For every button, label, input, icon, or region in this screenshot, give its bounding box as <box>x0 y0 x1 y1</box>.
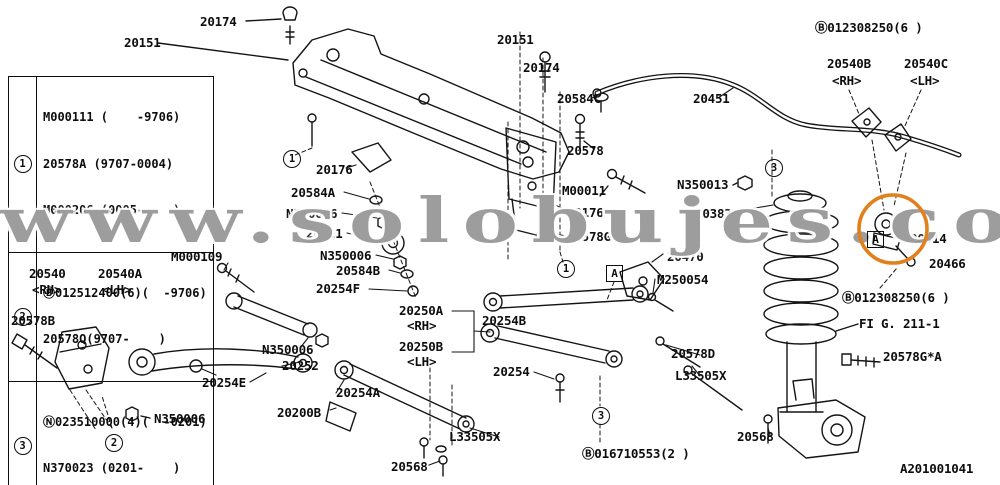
part-label-20578gb: 20578G*B <box>567 229 626 244</box>
top-fasteners <box>157 6 609 151</box>
part-label-20151-left: 20151 <box>124 35 161 50</box>
part-label-20254: 20254 <box>493 364 530 379</box>
left-fasteners <box>11 262 329 422</box>
part-label-20252: 20252 <box>282 358 319 373</box>
leader-lines <box>201 87 774 466</box>
label-brackets <box>451 310 491 353</box>
stabilizer-bar <box>592 73 962 158</box>
strut-knuckle <box>763 341 866 459</box>
part-label-20254b: 20254B <box>482 313 526 328</box>
part-label-20540a: 20540A <box>98 266 142 281</box>
callout-1-center: 1 <box>557 260 575 278</box>
part-label-20466: 20466 <box>929 256 966 271</box>
part-label-20451: 20451 <box>693 91 730 106</box>
part-label-20254a: 20254A <box>336 385 380 400</box>
part-label-20568-bottom: 20568 <box>391 459 428 474</box>
part-label-l33505x-bottom: L33505X <box>449 429 501 444</box>
legend-line: 20578Q(9707- ) <box>43 332 166 346</box>
part-label-20540: 20540 <box>29 266 66 281</box>
part-label-20578d: 20578D <box>671 346 715 361</box>
part-label-20176-center: 20176 <box>567 205 604 220</box>
legend-line: Ⓝ023510000(4)( -0201) <box>43 414 207 429</box>
part-label-lh-mid: <LH> <box>407 354 437 369</box>
mid-lateral-arm <box>480 323 623 403</box>
part-label-20200b: 20200B <box>277 405 321 420</box>
part-label-m00011: M00011 <box>562 183 606 198</box>
part-label-20176-left: 20176 <box>316 162 353 177</box>
bushing-chain <box>369 195 419 297</box>
boxed-a-right: A <box>867 231 884 248</box>
bolt-20578ga <box>835 323 881 368</box>
lower-lateral-arm <box>325 360 475 477</box>
callout-1-left: 1 <box>283 150 301 168</box>
boxed-a-center: A <box>606 265 623 282</box>
n350013-nut <box>732 175 753 191</box>
part-label-20521: 20521 <box>306 226 343 241</box>
part-label-fig-ref: FI G. 211-1 <box>859 316 940 331</box>
upper-lateral-arm <box>483 261 674 312</box>
part-label-n350006-c: N350006 <box>262 342 314 357</box>
part-label-lh-left: <LH> <box>102 282 132 297</box>
part-label-rh-mid: <RH> <box>407 318 437 333</box>
legend-line: M000206 (0005- ) <box>43 203 181 217</box>
part-label-20250a: 20250A <box>399 303 443 318</box>
legend-row-2: 2 Ⓑ012512400(6)( -9706) 20578Q(9707- ) <box>9 251 213 381</box>
part-label-20584a: 20584A <box>291 185 335 200</box>
part-label-n350006-d: N350006 <box>154 411 206 426</box>
part-label-20414: 20414 <box>910 231 947 246</box>
part-label-20584c: 20584C <box>557 91 601 106</box>
legend-line: M000111 ( -9706) <box>43 110 181 124</box>
part-label-20578: 20578 <box>567 143 604 158</box>
part-label-n350006-a: N350006 <box>286 206 338 221</box>
part-label-lh-top: <LH> <box>910 73 940 88</box>
legend-callout-1: 1 <box>13 155 32 174</box>
m00011-bolt <box>599 168 646 197</box>
legend-line: 20578A (9707-0004) <box>43 156 174 171</box>
part-label-n350006-b: N350006 <box>320 248 372 263</box>
legend-row-1: 1 M000111 ( -9706) 20578A (9707-0004) M0… <box>9 77 213 252</box>
part-label-20383: 20383 <box>695 206 732 221</box>
part-label-20470: 20470 <box>667 249 704 264</box>
part-label-bolt-right: Ⓑ012308250(6 ) <box>842 290 950 305</box>
part-label-n350013: N350013 <box>677 177 729 192</box>
legend-callout-2: 2 <box>13 307 32 326</box>
part-label-l33505x-right: L33505X <box>675 368 727 383</box>
part-label-20584b: 20584B <box>336 263 380 278</box>
part-label-20568-right: 20568 <box>737 429 774 444</box>
legend-table: 1 M000111 ( -9706) 20578A (9707-0004) M0… <box>8 76 214 485</box>
part-label-20540b: 20540B <box>827 56 871 71</box>
doc-number: A201001041 <box>900 461 974 476</box>
legend-row-3: 3 Ⓝ023510000(4)( -0201) N370023 (0201- ) <box>9 380 213 485</box>
trailing-arm <box>54 326 313 390</box>
callout-3-bottom: 3 <box>592 407 610 425</box>
arm-bolts <box>655 336 743 411</box>
part-label-bolt-bottom: Ⓑ016710553(2 ) <box>582 446 690 461</box>
part-label-rh-top: <RH> <box>832 73 862 88</box>
rear-crossmember <box>292 28 570 180</box>
part-label-20174-top: 20174 <box>200 14 237 29</box>
part-label-bolt-top-right: Ⓑ012308250(6 ) <box>815 20 923 35</box>
part-label-rh-left: <RH> <box>32 282 62 297</box>
part-label-20254f: 20254F <box>316 281 360 296</box>
legend-callout-3: 3 <box>13 436 32 455</box>
part-label-20540c: 20540C <box>904 56 948 71</box>
part-label-m000109: M000109 <box>171 249 223 264</box>
part-label-20151-center: 20151 <box>497 32 534 47</box>
part-label-m250054: M250054 <box>657 272 709 287</box>
callout-3-top: 3 <box>765 159 783 177</box>
center-bracket <box>505 127 557 241</box>
coil-spring <box>763 190 839 345</box>
legend-line: Ⓑ012512400(6)( -9706) <box>43 285 207 300</box>
legend-line: N370023 (0201- ) <box>43 461 181 475</box>
part-label-20578ga: 20578G*A <box>883 349 942 364</box>
part-label-20174-center: 20174 <box>523 60 560 75</box>
callout-2-bottom: 2 <box>105 434 123 452</box>
part-label-20250b: 20250B <box>399 339 443 354</box>
